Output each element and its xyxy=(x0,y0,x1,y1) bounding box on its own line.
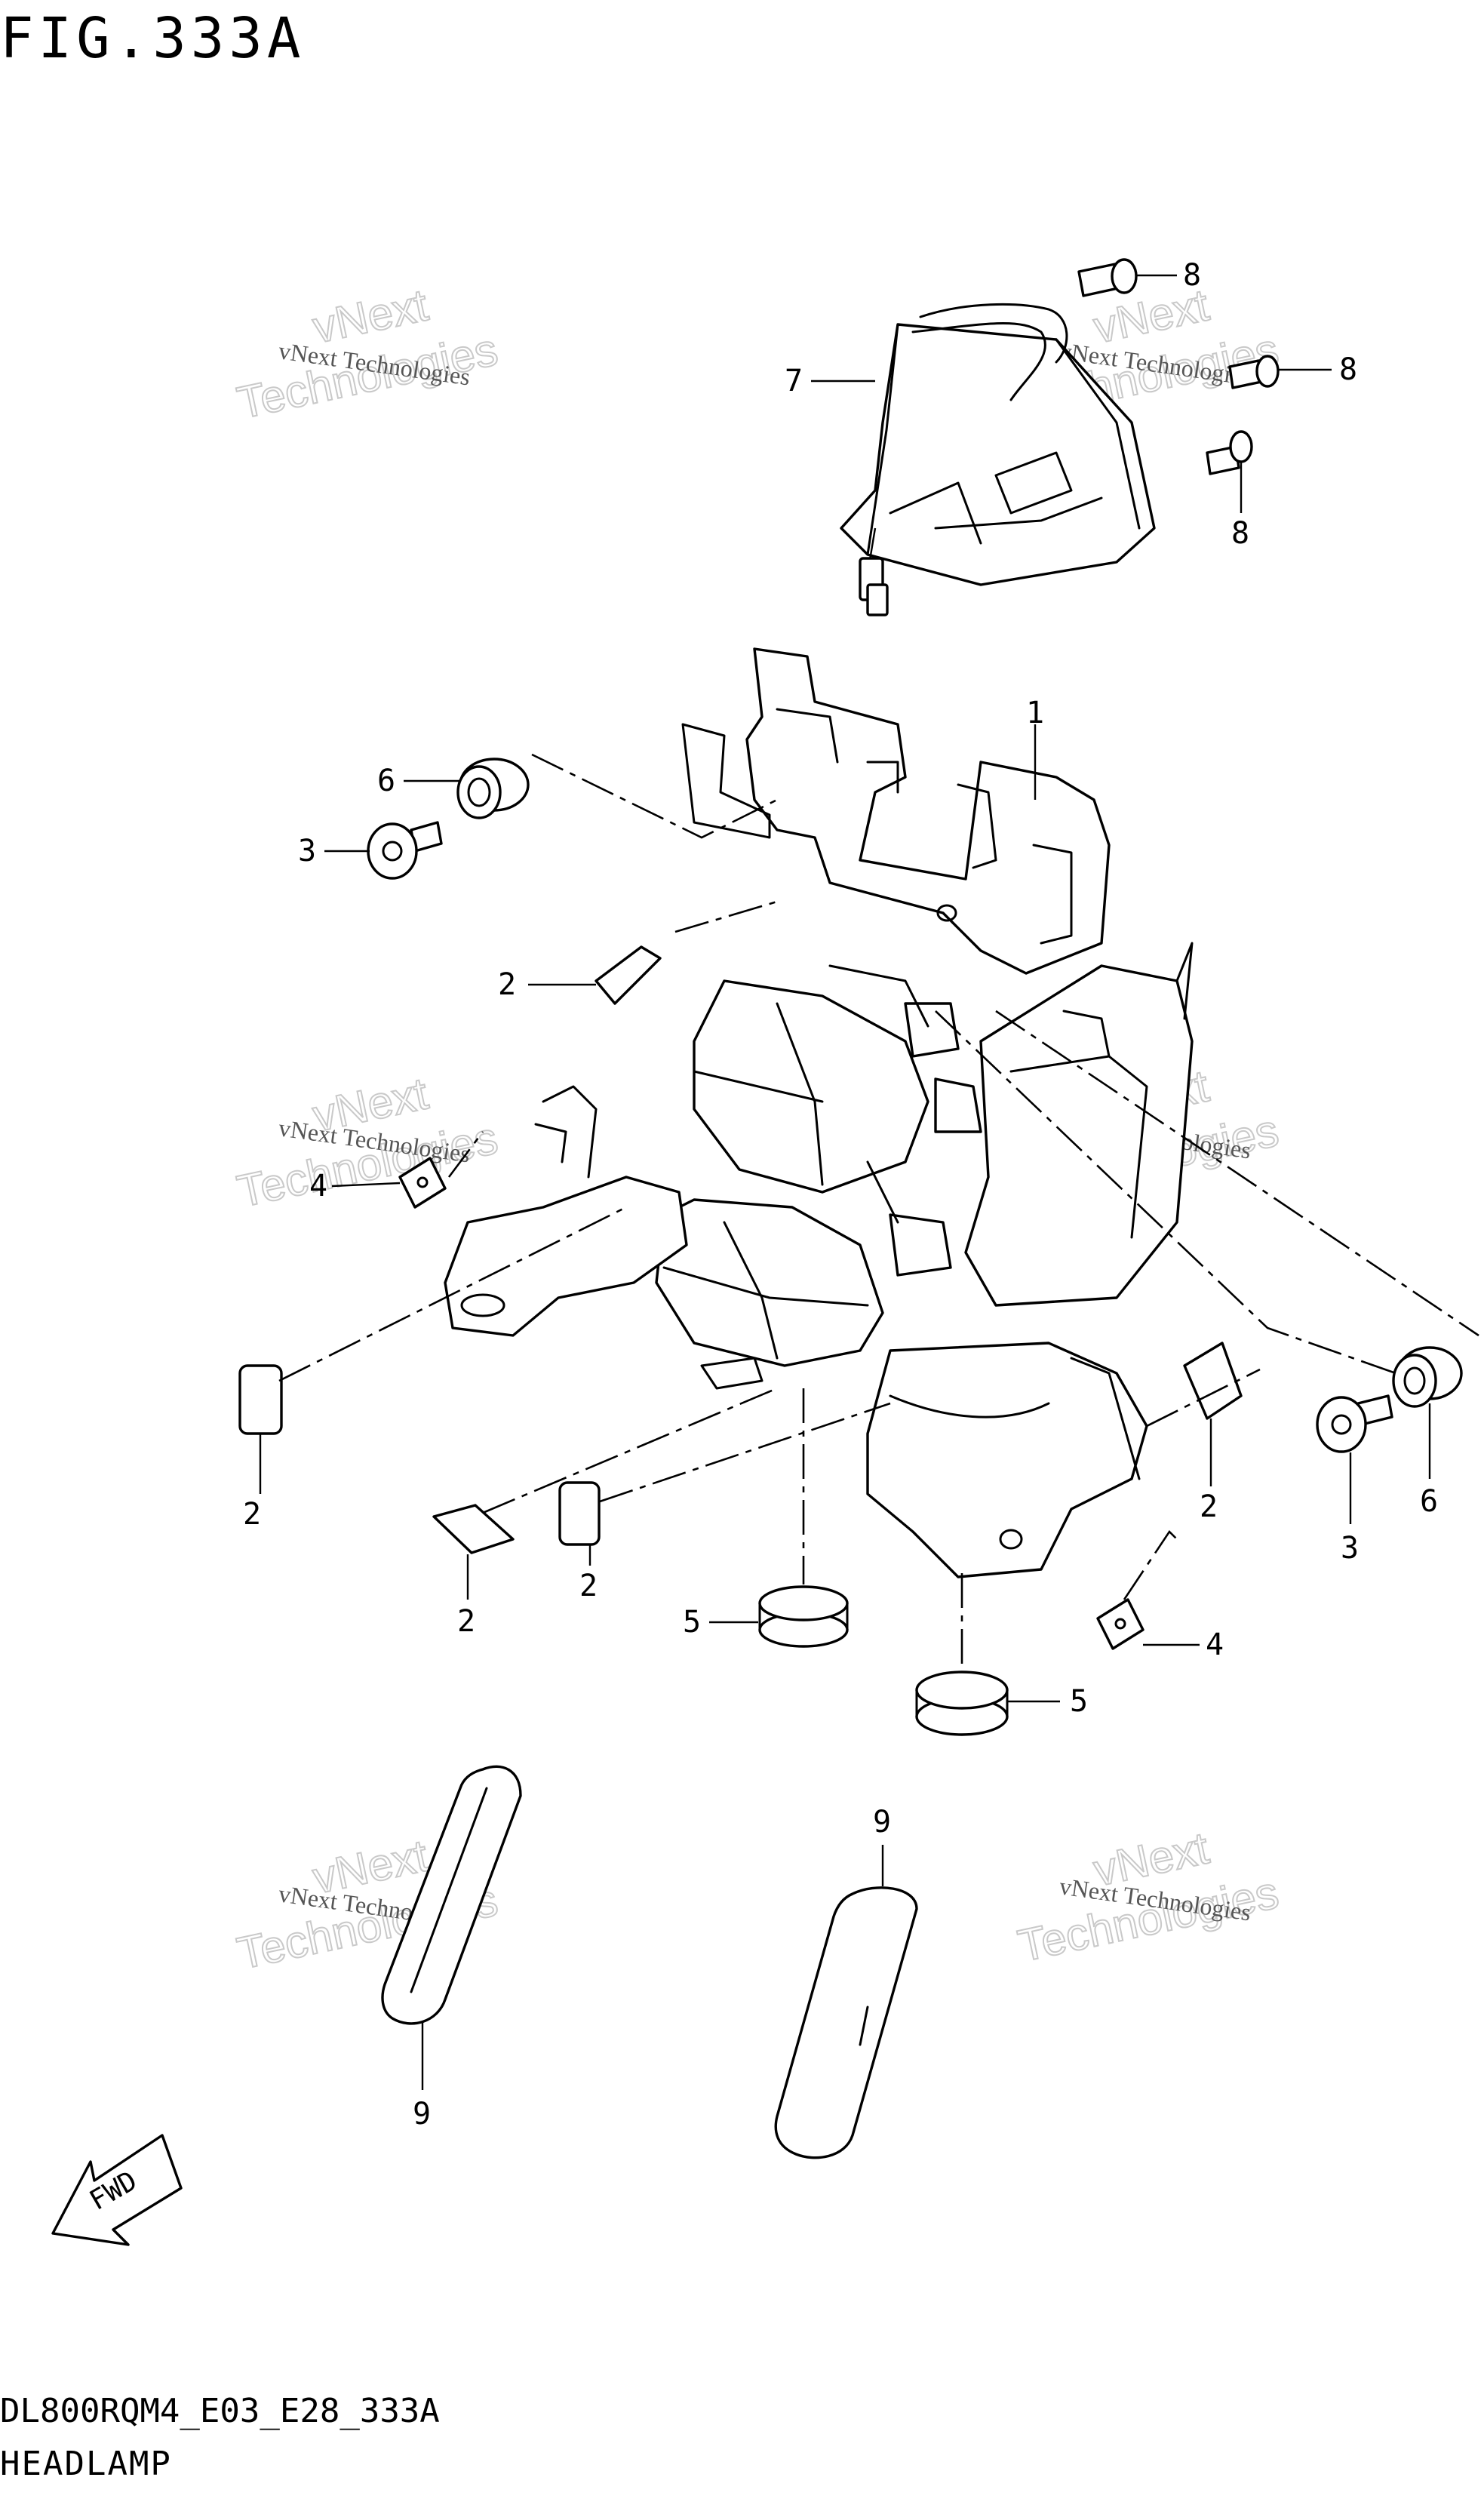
callout-8: 8 xyxy=(1231,516,1249,551)
callout-2: 2 xyxy=(1200,1489,1218,1524)
part-8-screw xyxy=(1206,430,1253,475)
callout-labels: 1 8 8 8 7 6 3 2 4 2 2 2 5 5 4 2 3 6 9 9 xyxy=(243,258,1438,2132)
part-9-reflector xyxy=(774,1886,918,2159)
callout-6: 6 xyxy=(377,764,395,798)
callout-1: 1 xyxy=(1026,696,1044,730)
part-8-screw xyxy=(1228,355,1280,389)
fwd-arrow-icon: FWD xyxy=(51,2134,183,2246)
callout-8: 8 xyxy=(1339,352,1357,387)
callout-4: 4 xyxy=(1206,1627,1224,1662)
callout-3: 3 xyxy=(298,834,316,868)
part-2-clip xyxy=(595,945,662,1005)
watermark-top-left: vNext Technologies vNext Technologies xyxy=(232,278,503,429)
part-8-screw xyxy=(1077,258,1138,297)
callout-9: 9 xyxy=(413,2097,431,2132)
part-9-reflector xyxy=(381,1765,522,2025)
callout-9: 9 xyxy=(873,1805,891,1840)
callout-7: 7 xyxy=(785,364,803,398)
leader-lines xyxy=(278,753,1479,1671)
watermark-mid-left: vNext Technologies vNext Technologies xyxy=(232,1067,503,1217)
part-2-clip xyxy=(1183,1342,1243,1420)
part-6-grommet xyxy=(456,758,530,819)
callout-2: 2 xyxy=(579,1569,598,1603)
callout-3: 3 xyxy=(1341,1531,1359,1566)
part-7-lamp-unit xyxy=(840,303,1156,616)
callout-5: 5 xyxy=(1070,1684,1088,1719)
watermark-bottom-right: vNext Technologies vNext Technologies xyxy=(1013,1821,1284,1972)
part-5-cushion xyxy=(915,1671,1009,1736)
part-5-cushion xyxy=(758,1585,849,1648)
part-4-clip-nut xyxy=(1096,1598,1144,1650)
callout-8: 8 xyxy=(1183,258,1201,293)
callout-2: 2 xyxy=(457,1604,475,1639)
part-3-bolt xyxy=(1316,1394,1393,1453)
part-1-headlamp-bracket xyxy=(444,647,1194,1578)
callout-leaders xyxy=(259,274,1431,2090)
callout-2: 2 xyxy=(498,967,516,1002)
callout-2: 2 xyxy=(243,1497,261,1532)
part-2-clip xyxy=(558,1481,601,1546)
figure-name: HEADLAMP xyxy=(0,2445,172,2483)
part-2-clip xyxy=(432,1504,515,1554)
part-3-bolt xyxy=(367,821,443,880)
document-code: DL800RQM4_E03_E28_333A xyxy=(0,2392,440,2430)
figure-title: FIG.333A xyxy=(0,6,306,71)
part-6-grommet xyxy=(1392,1346,1463,1408)
part-4-clip-nut xyxy=(398,1157,447,1209)
callout-6: 6 xyxy=(1420,1484,1438,1519)
part-2-clip xyxy=(238,1364,283,1435)
callout-4: 4 xyxy=(309,1169,327,1203)
callout-5: 5 xyxy=(683,1605,701,1640)
